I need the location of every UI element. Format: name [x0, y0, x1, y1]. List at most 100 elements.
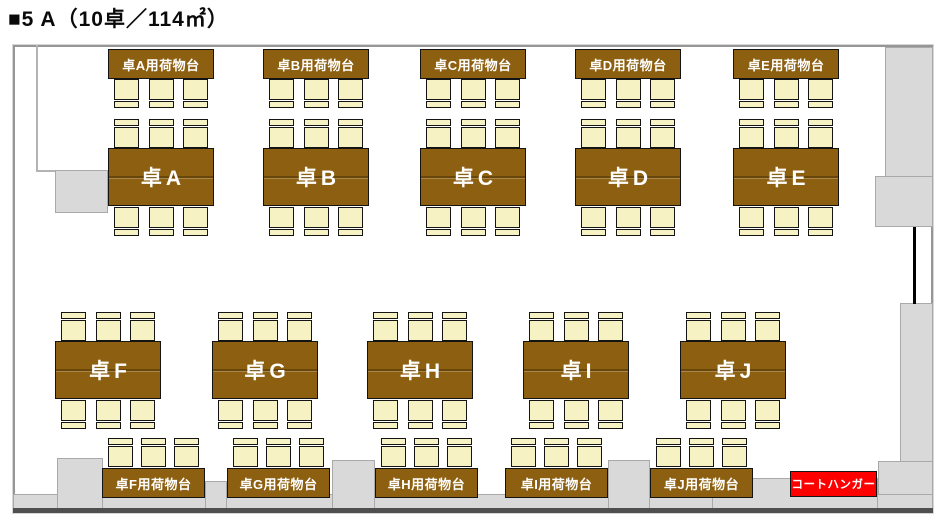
chair-seat	[373, 400, 398, 421]
chair-seat	[426, 79, 451, 100]
chair-backrest	[615, 229, 641, 236]
chair-seat	[233, 445, 258, 467]
chair-seat	[581, 126, 606, 148]
chair-seat	[598, 400, 623, 421]
chair	[442, 312, 467, 341]
chair	[108, 438, 133, 467]
chair	[148, 119, 174, 148]
chair-backrest	[148, 229, 174, 236]
chair	[426, 119, 451, 148]
chair-seat	[303, 79, 329, 100]
chair	[563, 400, 589, 429]
chair-seat	[299, 445, 324, 467]
chair	[414, 438, 439, 467]
chair-seat	[252, 400, 278, 421]
chair-seat	[252, 319, 278, 341]
chair-backrest	[755, 312, 780, 319]
chair	[233, 438, 258, 467]
chair-seat	[615, 126, 641, 148]
chair-row-north-D	[575, 119, 681, 148]
floor-step-mid-2	[332, 460, 375, 509]
table-label-B: 卓B	[295, 167, 341, 190]
chair-backrest	[141, 438, 166, 445]
chair	[303, 119, 329, 148]
chair	[61, 400, 86, 429]
chair-row-north-C	[420, 119, 526, 148]
chair	[426, 207, 451, 236]
chair-seat	[773, 79, 799, 100]
chair	[303, 79, 329, 108]
chair-seat	[755, 400, 780, 421]
chair-backrest	[269, 229, 294, 236]
chair	[544, 438, 569, 467]
table-label-G: 卓G	[244, 360, 290, 383]
chair-backrest	[739, 101, 764, 108]
chair	[650, 119, 675, 148]
luggage-stand-F: 卓F用荷物台	[102, 468, 205, 498]
chair-backrest	[615, 119, 641, 126]
chair-backrest	[720, 422, 746, 429]
chair-backrest	[174, 438, 199, 445]
chair-seat	[755, 319, 780, 341]
chair-seat	[269, 207, 294, 228]
table-label-D: 卓D	[607, 167, 653, 190]
chair-seat	[381, 445, 406, 467]
chair-backrest	[581, 101, 606, 108]
chair	[739, 119, 764, 148]
chair-row-north-A	[108, 119, 214, 148]
chair-backrest	[183, 119, 208, 126]
chair-seat	[148, 126, 174, 148]
floor-step-mid-3	[608, 460, 650, 509]
chair-backrest	[773, 101, 799, 108]
stand-chair-row-E	[733, 79, 839, 108]
chair-row-north-J	[680, 312, 786, 341]
chair	[61, 312, 86, 341]
chair-backrest	[338, 119, 363, 126]
table-label-I: 卓I	[560, 360, 596, 383]
chair-row-south-I	[523, 400, 629, 429]
chair	[686, 312, 711, 341]
chair-seat	[338, 207, 363, 228]
chair-seat	[808, 207, 833, 228]
chair-backrest	[407, 422, 433, 429]
chair-backrest	[61, 312, 86, 319]
chair	[689, 438, 714, 467]
stand-chair-row-F	[102, 438, 205, 467]
chair	[373, 400, 398, 429]
chair-seat	[739, 126, 764, 148]
chair-seat	[720, 319, 746, 341]
chair	[598, 400, 623, 429]
stand-chair-row-G	[227, 438, 330, 467]
chair-backrest	[381, 438, 406, 445]
chair	[511, 438, 536, 467]
chair-seat	[529, 400, 554, 421]
chair-seat	[141, 445, 166, 467]
chair-row-south-J	[680, 400, 786, 429]
stand-chair-row-A	[108, 79, 214, 108]
chair-backrest	[739, 229, 764, 236]
chair-backrest	[656, 438, 681, 445]
table-B: 卓B	[263, 148, 369, 206]
chair-backrest	[495, 101, 520, 108]
chair-seat	[686, 319, 711, 341]
chair	[577, 438, 602, 467]
chair-seat	[577, 445, 602, 467]
chair	[287, 400, 312, 429]
chair-backrest	[563, 312, 589, 319]
chair-seat	[95, 400, 121, 421]
chair-seat	[650, 79, 675, 100]
chair-backrest	[426, 229, 451, 236]
chair	[338, 119, 363, 148]
chair	[615, 79, 641, 108]
chair-seat	[183, 126, 208, 148]
chair-seat	[269, 126, 294, 148]
chair	[141, 438, 166, 467]
chair-backrest	[95, 312, 121, 319]
stand-chair-row-J	[650, 438, 753, 467]
table-label-E: 卓E	[766, 167, 810, 190]
chair-backrest	[269, 119, 294, 126]
chair	[299, 438, 324, 467]
chair-seat	[114, 126, 139, 148]
chair	[183, 119, 208, 148]
chair	[426, 79, 451, 108]
